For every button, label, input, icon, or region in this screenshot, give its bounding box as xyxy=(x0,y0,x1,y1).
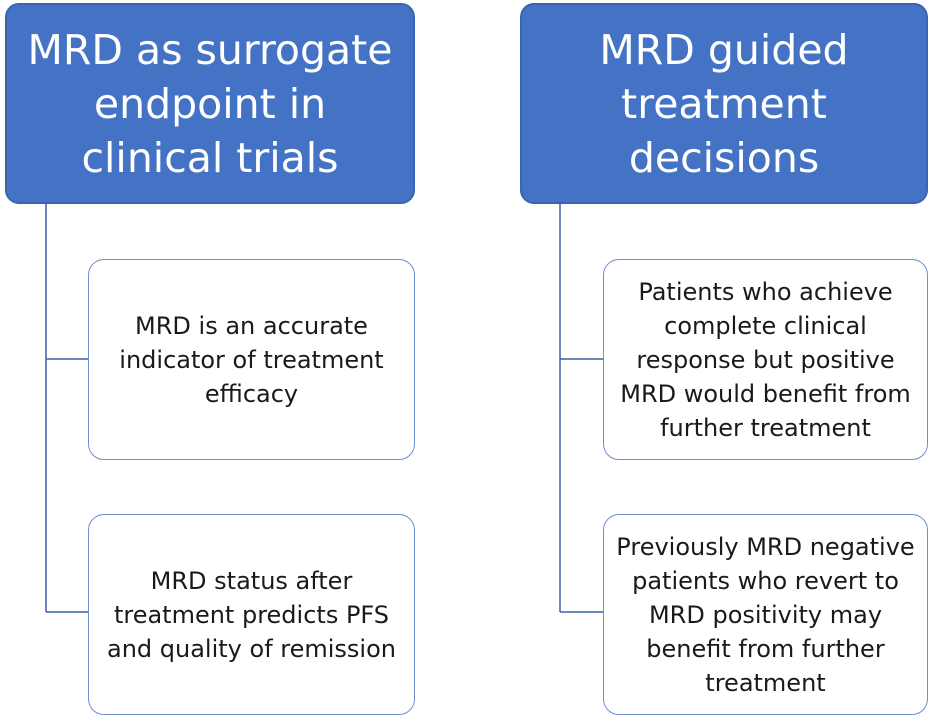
left-item-text-1: MRD is an accurate indicator of treatmen… xyxy=(119,311,384,408)
right-header-text: MRD guided treatment decisions xyxy=(599,25,849,182)
right-item-box-1: Patients who achieve complete clinical r… xyxy=(603,259,928,460)
left-header-text: MRD as surrogate endpoint in clinical tr… xyxy=(27,25,393,182)
left-item-text-2: MRD status after treatment predicts PFS … xyxy=(107,566,396,663)
right-header-box: MRD guided treatment decisions xyxy=(520,3,928,204)
right-item-text-1: Patients who achieve complete clinical r… xyxy=(620,277,911,442)
right-item-box-2: Previously MRD negative patients who rev… xyxy=(603,514,928,715)
left-header-box: MRD as surrogate endpoint in clinical tr… xyxy=(5,3,415,204)
right-item-text-2: Previously MRD negative patients who rev… xyxy=(616,532,915,697)
left-item-box-1: MRD is an accurate indicator of treatmen… xyxy=(88,259,415,460)
left-item-box-2: MRD status after treatment predicts PFS … xyxy=(88,514,415,715)
